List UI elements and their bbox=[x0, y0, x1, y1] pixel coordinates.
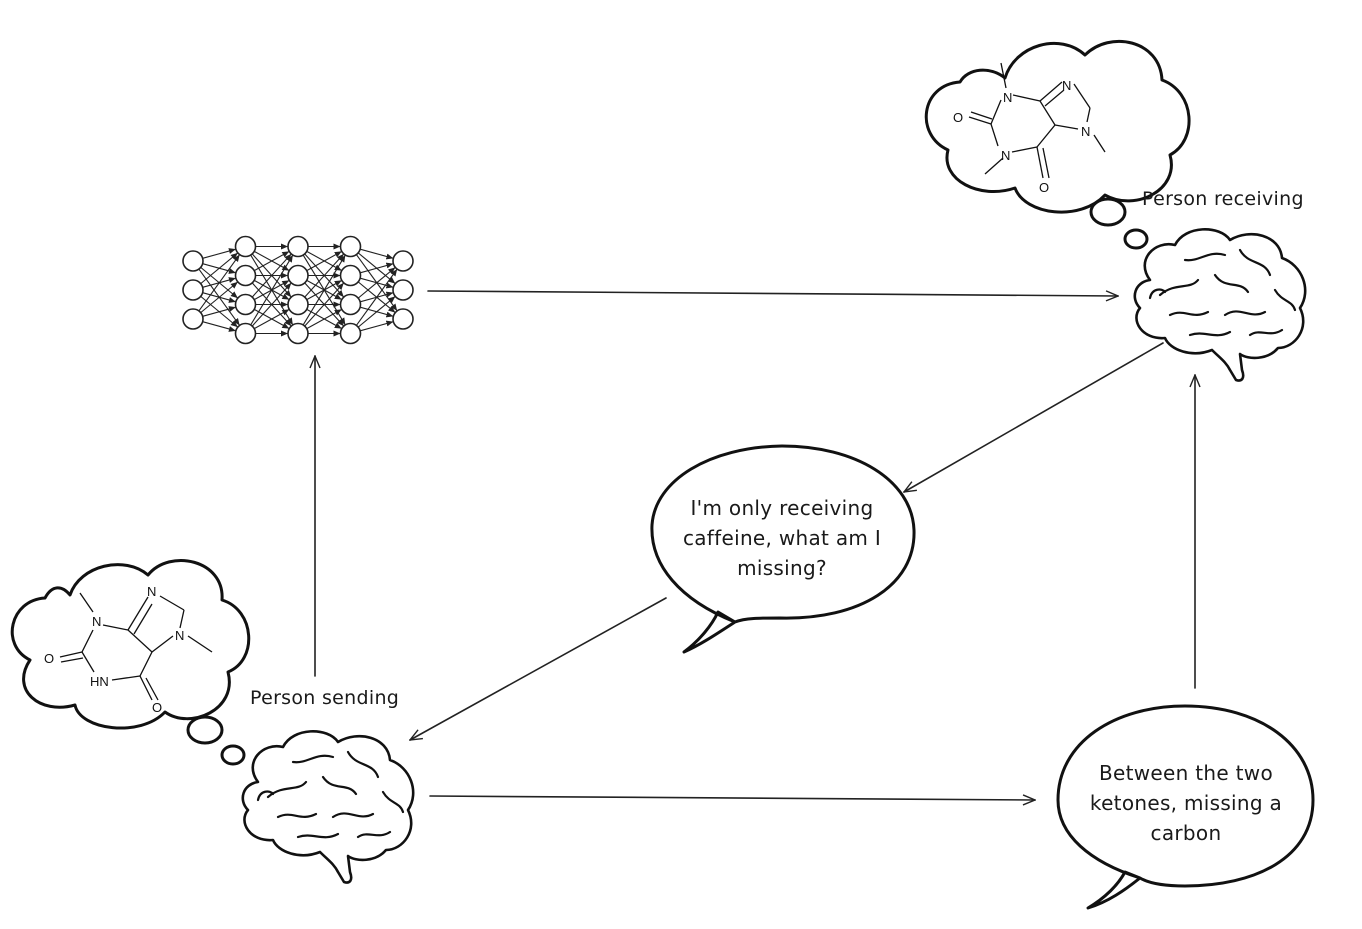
atom-label: O bbox=[44, 651, 54, 666]
network-edge bbox=[357, 295, 396, 328]
question-line: caffeine, what am I bbox=[683, 526, 881, 550]
network-edge bbox=[359, 320, 394, 332]
network-edge bbox=[202, 248, 237, 259]
network-node bbox=[287, 264, 309, 287]
question-speech-bubble: I'm only receiving caffeine, what am I m… bbox=[650, 444, 916, 654]
network-edge bbox=[202, 321, 237, 332]
network-edge bbox=[304, 282, 345, 327]
network-edge bbox=[202, 306, 237, 317]
sender-brain-icon bbox=[241, 730, 415, 884]
network-node bbox=[287, 293, 309, 316]
answer-speech-bubble: Between the two ketones, missing a carbo… bbox=[1056, 704, 1315, 910]
network-node bbox=[234, 293, 257, 316]
atom-label: N bbox=[1003, 90, 1012, 105]
network-edge bbox=[306, 308, 343, 330]
network-node bbox=[182, 308, 204, 330]
arrow-sender-to-answer bbox=[429, 796, 1035, 800]
receiver-thought-cloud: N N N N O O bbox=[924, 39, 1191, 250]
question-line: missing? bbox=[737, 556, 827, 580]
arrow-network-to-receiver bbox=[427, 290, 1118, 296]
question-line: I'm only receiving bbox=[690, 496, 873, 520]
atom-label: N bbox=[147, 584, 156, 599]
neural-network-icon bbox=[182, 235, 414, 345]
atom-label: O bbox=[953, 110, 963, 125]
network-node bbox=[234, 235, 257, 258]
network-node bbox=[392, 308, 414, 330]
network-node bbox=[234, 322, 257, 345]
network-node bbox=[392, 250, 414, 272]
sender-label: Person sending bbox=[250, 687, 399, 709]
network-edge bbox=[253, 308, 290, 330]
atom-label: N bbox=[92, 614, 101, 629]
network-edge bbox=[250, 254, 294, 326]
atom-label: N bbox=[175, 628, 184, 643]
network-edge bbox=[357, 266, 396, 299]
network-edge bbox=[306, 250, 343, 272]
network-edge bbox=[304, 253, 345, 298]
arrows bbox=[315, 290, 1195, 800]
atom-label: HN bbox=[90, 674, 109, 689]
molecule-structure: N N N HN O O bbox=[44, 584, 213, 715]
receiver-label: Person receiving bbox=[1142, 188, 1304, 210]
network-edge bbox=[251, 282, 292, 327]
arrow-receiver-to-question bbox=[904, 342, 1164, 492]
network-node bbox=[182, 279, 204, 301]
network-node bbox=[234, 264, 257, 287]
network-edge bbox=[253, 250, 290, 272]
atom-label: N bbox=[1062, 78, 1071, 93]
network-node bbox=[339, 293, 362, 316]
answer-line: Between the two bbox=[1099, 761, 1273, 785]
network-node bbox=[287, 235, 309, 258]
network-edge bbox=[251, 253, 292, 298]
network-edge bbox=[198, 254, 241, 312]
atom-label: N bbox=[1081, 124, 1090, 139]
network-edge bbox=[200, 281, 239, 314]
atom-label: O bbox=[1039, 180, 1049, 195]
network-edge bbox=[359, 262, 394, 274]
network-node bbox=[339, 264, 362, 287]
network-node bbox=[339, 322, 362, 345]
arrow-question-to-sender bbox=[410, 597, 667, 740]
network-node bbox=[392, 279, 414, 301]
sender-thought-cloud: N N N HN O O bbox=[10, 559, 251, 766]
receiver-brain-icon bbox=[1133, 228, 1307, 382]
atom-label: N bbox=[1001, 148, 1010, 163]
answer-line: carbon bbox=[1151, 821, 1222, 845]
atom-label: O bbox=[152, 700, 162, 715]
network-node bbox=[182, 250, 204, 272]
network-edge bbox=[200, 252, 239, 285]
caffeine-molecule: N N N N O O bbox=[953, 62, 1106, 195]
network-node bbox=[287, 322, 309, 345]
answer-line: ketones, missing a bbox=[1090, 791, 1282, 815]
network-edge bbox=[302, 254, 346, 326]
network-edge bbox=[359, 248, 394, 260]
network-node bbox=[339, 235, 362, 258]
network-edge bbox=[355, 268, 398, 326]
